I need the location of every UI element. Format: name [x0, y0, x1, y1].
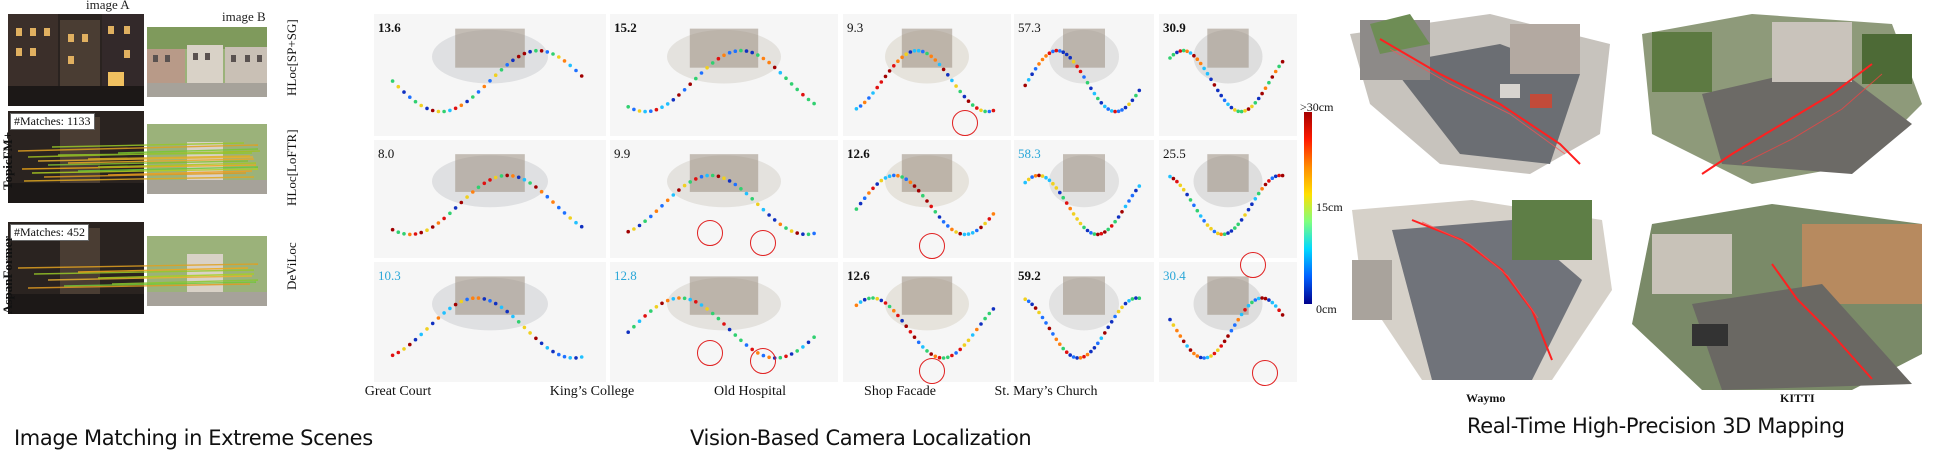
image-a-label: image A — [86, 0, 130, 12]
failure-circle — [1252, 360, 1278, 386]
topicfm-match-lines — [17, 142, 261, 182]
section-title-mapping: Real-Time High-Precision 3D Mapping — [1467, 414, 1845, 438]
failure-circle — [697, 220, 723, 246]
loc-cell-hloc-spsg-kings-college — [610, 14, 838, 136]
failure-circle — [1240, 252, 1266, 278]
loc-cell-hloc-loftr-kings-college — [610, 140, 838, 258]
column-label-great-court: Great Court — [364, 384, 432, 399]
loc-cell-hloc-loftr-great-court — [374, 140, 606, 258]
column-label-old-hospital: Old Hospital — [714, 384, 786, 399]
loc-value-hloc-spsg-kings-college: 15.2 — [614, 20, 637, 35]
failure-circle — [750, 348, 776, 374]
loc-value-hloc-spsg-shop-facade: 57.3 — [1018, 20, 1041, 35]
colorbar-mid-label: 15cm — [1316, 200, 1343, 214]
error-colorbar — [1304, 112, 1312, 304]
loc-value-hloc-loftr-kings-college: 9.9 — [614, 146, 631, 161]
loc-value-hloc-loftr-old-hospital: 12.6 — [847, 146, 870, 161]
loc-value-hloc-spsg-st-marys-church: 30.9 — [1163, 20, 1186, 35]
loc-cell-hloc-loftr-shop-facade — [1014, 140, 1154, 258]
loc-cell-hloc-spsg-st-marys-church — [1159, 14, 1297, 136]
section-title-localization: Vision-Based Camera Localization — [690, 426, 1032, 450]
row-label-devi-loc: DeViLoc — [284, 242, 299, 290]
failure-circle — [952, 110, 978, 136]
loc-value-hloc-loftr-st-marys-church: 25.5 — [1163, 146, 1186, 161]
failure-circle — [697, 340, 723, 366]
method-label-topicfm: TopicFM+ — [0, 131, 15, 190]
map-waymo-bottom — [1352, 200, 1612, 380]
loc-cell-devi-loc-great-court — [374, 262, 606, 382]
row-label-hloc-loftr: HLoc[LoFTR] — [284, 129, 299, 206]
colorbar-top-label: >30cm — [1300, 100, 1334, 114]
column-label-kings-college: King’s College — [549, 384, 635, 399]
loc-cell-hloc-spsg-great-court — [374, 14, 606, 136]
match-count-topicfm: #Matches: 1133 — [10, 113, 95, 130]
night-image-a — [8, 14, 144, 106]
method-label-aspanformer: AspanFormer — [0, 236, 15, 314]
loc-cell-devi-loc-kings-college — [610, 262, 838, 382]
failure-circle — [919, 233, 945, 259]
row-label-hloc-spsg: HLoc[SP+SG] — [284, 19, 299, 96]
section-title-matching: Image Matching in Extreme Scenes — [14, 426, 373, 450]
loc-value-hloc-loftr-shop-facade: 58.3 — [1018, 146, 1041, 161]
failure-circle — [919, 358, 945, 384]
day-image-b — [147, 27, 267, 97]
map-kitti-top — [1632, 14, 1928, 184]
map-waymo-top — [1350, 14, 1610, 174]
loc-value-hloc-spsg-old-hospital: 9.3 — [847, 20, 864, 35]
loc-value-devi-loc-great-court: 10.3 — [378, 268, 401, 283]
loc-cell-hloc-loftr-st-marys-church — [1159, 140, 1297, 258]
map-caption-kitti: KITTI — [1780, 391, 1815, 405]
loc-value-hloc-loftr-great-court: 8.0 — [378, 146, 395, 161]
loc-value-devi-loc-old-hospital: 12.6 — [847, 268, 870, 283]
failure-circle — [750, 230, 776, 256]
column-label-shop-facade: Shop Facade — [864, 384, 936, 399]
image-b-label: image B — [222, 9, 266, 24]
loc-value-devi-loc-st-marys-church: 30.4 — [1163, 268, 1186, 283]
map-caption-waymo: Waymo — [1466, 391, 1506, 405]
aspan-match-lines — [17, 263, 259, 289]
loc-value-hloc-spsg-great-court: 13.6 — [378, 20, 401, 35]
loc-cell-devi-loc-st-marys-church — [1159, 262, 1297, 382]
loc-value-devi-loc-kings-college: 12.8 — [614, 268, 637, 283]
loc-cell-devi-loc-shop-facade — [1014, 262, 1154, 382]
map-kitti-bottom — [1632, 204, 1928, 390]
loc-cell-hloc-spsg-shop-facade — [1014, 14, 1154, 136]
loc-cell-hloc-spsg-old-hospital — [843, 14, 1011, 136]
column-label-st-marys-church: St. Mary’s Church — [994, 384, 1098, 399]
colorbar-bottom-label: 0cm — [1316, 302, 1337, 316]
loc-value-devi-loc-shop-facade: 59.2 — [1018, 268, 1041, 283]
match-count-aspanformer: #Matches: 452 — [10, 224, 89, 241]
